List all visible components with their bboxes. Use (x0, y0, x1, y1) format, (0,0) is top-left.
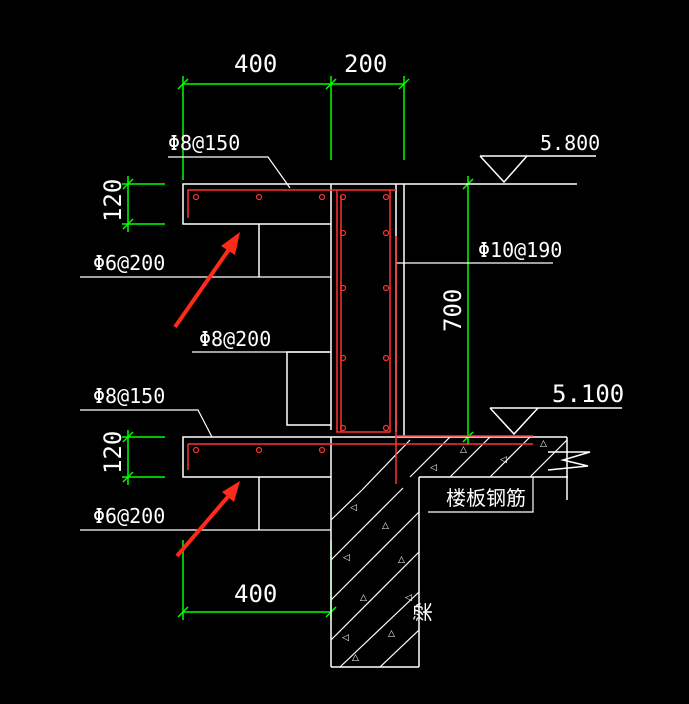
label-upper-slab-top-bar: Φ8@150 (168, 131, 240, 155)
svg-text:△: △ (388, 629, 395, 639)
structure-outline (182, 183, 591, 668)
label-upper-slab-dist-bar: Φ6@200 (93, 251, 165, 275)
svg-text:◁: ◁ (343, 553, 350, 563)
label-lower-slab-top-bar: Φ8@150 (93, 384, 165, 408)
elevation-upper: 5.800 (540, 131, 600, 155)
svg-text:◁: ◁ (430, 463, 437, 473)
svg-text:◁: ◁ (350, 503, 357, 513)
note-beam: 梁 (411, 602, 435, 622)
svg-text:△: △ (398, 555, 405, 565)
svg-text:△: △ (540, 439, 547, 449)
leader-lines (80, 156, 553, 531)
label-wall-vertical-bar: Φ10@190 (478, 238, 562, 262)
svg-text:◁: ◁ (342, 633, 349, 643)
lower-slab-arrow (175, 481, 240, 558)
beam-hatching (330, 436, 568, 668)
elevation-markers (479, 155, 622, 436)
label-wall-horizontal-bar: Φ8@200 (199, 327, 271, 351)
dim-upper-slab: 120 (99, 179, 127, 222)
dim-top-right: 200 (344, 50, 387, 78)
beam-aggregate: ◁△ ◁△ △◁ ◁△ △△ ◁△ ◁ (342, 439, 547, 663)
dim-top-left: 400 (234, 50, 277, 78)
dim-lower-slab: 120 (99, 431, 127, 474)
note-floor-slab-rebar: 楼板钢筋 (446, 486, 526, 510)
dim-wall-height: 700 (439, 289, 467, 332)
elevation-lower: 5.100 (552, 380, 624, 408)
svg-text:△: △ (460, 445, 467, 455)
svg-text:◁: ◁ (405, 593, 412, 603)
dim-bottom: 400 (234, 580, 277, 608)
svg-text:△: △ (382, 521, 389, 531)
svg-text:◁: ◁ (500, 455, 507, 465)
svg-text:△: △ (360, 593, 367, 603)
svg-text:△: △ (352, 653, 359, 663)
upper-slab-arrow (173, 232, 240, 329)
label-lower-slab-dist-bar: Φ6@200 (93, 504, 165, 528)
rebar-dots (192, 193, 390, 454)
